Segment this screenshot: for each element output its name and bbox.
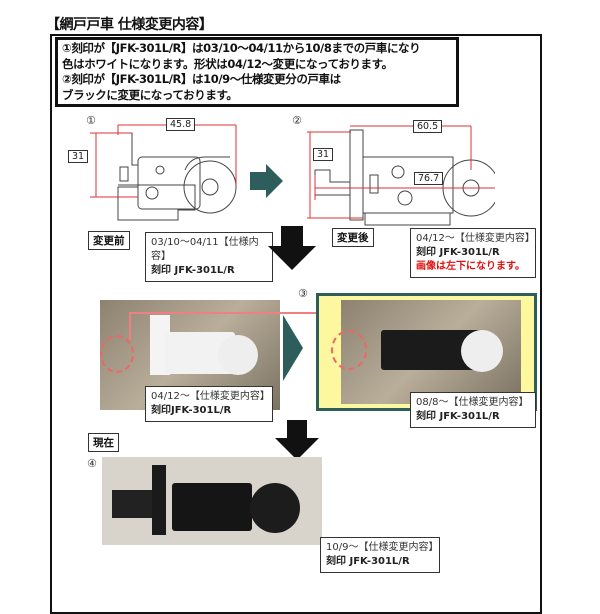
caption-line: 04/12〜【仕様変更内容】 [151, 391, 270, 402]
caption-line: 刻印 JFK-301L/R [416, 411, 500, 422]
height-dimension: 31 [68, 150, 89, 163]
down-arrow-icon [268, 226, 316, 270]
notice-line: ブラックに変更になっております。 [62, 87, 238, 102]
black-roller-photo [331, 300, 521, 404]
roller-drawing-before [90, 124, 237, 221]
down-arrow-icon [275, 420, 319, 460]
diagram2-number: ② [292, 114, 302, 127]
current-label: 現在 [88, 433, 119, 452]
width-dimension: 45.8 [166, 118, 196, 131]
notice-line: ②刻印が【JFK-301L/R】は10/9〜仕様変更分の戸車は [62, 72, 341, 86]
notice-box: ①刻印が【JFK-301L/R】は03/10〜04/11から10/8までの戸車に… [55, 37, 459, 107]
caption-line: 刻印JFK-301L/R [151, 405, 232, 416]
caption-line: 04/12〜【仕様変更内容】 [416, 233, 535, 244]
photo3-caption: 08/8〜【仕様変更内容】 刻印 JFK-301L/R [410, 392, 536, 428]
after-caption: 04/12〜【仕様変更内容】 刻印 JFK-301L/R 画像は左下になります。 [410, 228, 536, 278]
roller-drawing-after [307, 125, 495, 226]
photo4-caption: 10/9〜【仕様変更内容】 刻印 JFK-301L/R [320, 537, 440, 573]
after-label: 変更後 [332, 228, 374, 247]
right-arrow-icon [250, 164, 283, 198]
height-dimension: 31 [313, 148, 334, 161]
right-arrow-icon [283, 315, 303, 381]
caption-line: 刻印 JFK-301L/R [151, 265, 235, 276]
notice-line: ①刻印が【JFK-301L/R】は03/10〜04/11から10/8までの戸車に… [62, 41, 421, 55]
length-dimension: 76.7 [414, 172, 444, 185]
caption-line: 03/10〜04/11【仕様内容】 [151, 237, 259, 262]
before-caption: 03/10〜04/11【仕様内容】 刻印 JFK-301L/R [145, 232, 273, 282]
before-label: 変更前 [88, 231, 130, 250]
caption-line: 08/8〜【仕様変更内容】 [416, 397, 529, 408]
notice-line: 色はホワイトになります。形状は04/12〜変更になっております。 [62, 56, 393, 71]
photo4-number: ④ [87, 457, 97, 470]
photo1-caption: 04/12〜【仕様変更内容】 刻印JFK-301L/R [145, 386, 273, 422]
caption-line: 刻印 JFK-301L/R [326, 556, 410, 567]
page-title: 【網戸戸車 仕様変更内容】 [46, 17, 213, 33]
photo3-number: ③ [298, 287, 308, 300]
caption-line: 10/9〜【仕様変更内容】 [326, 542, 439, 553]
highlight-box [316, 293, 537, 411]
width-dimension: 60.5 [413, 120, 443, 133]
caption-line: 刻印 JFK-301L/R [416, 247, 500, 258]
diagram1-number: ① [86, 114, 96, 127]
caption-note: 画像は左下になります。 [416, 261, 525, 272]
current-roller-photo [102, 457, 322, 545]
